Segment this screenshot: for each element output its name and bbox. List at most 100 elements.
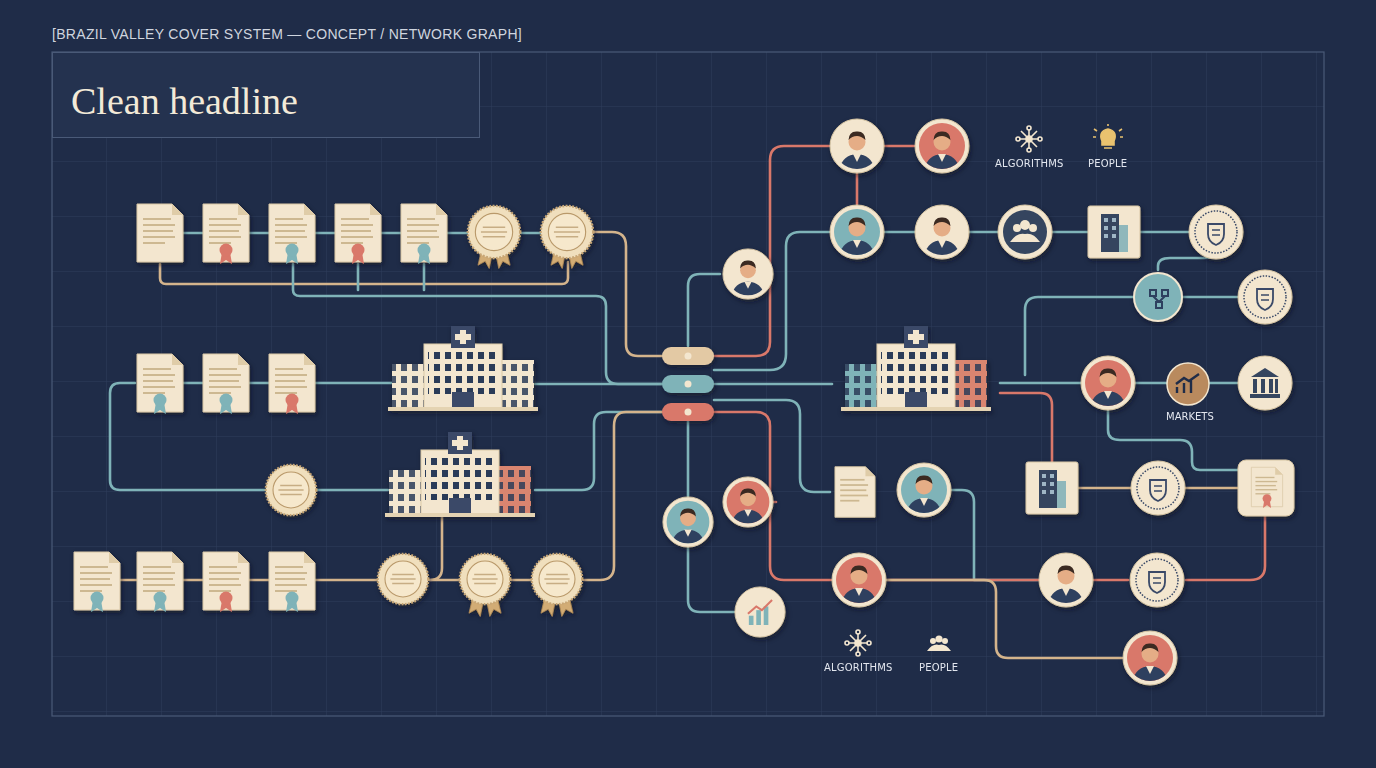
illustration-part [1081, 356, 1135, 410]
icon-caption: PEOPLE [1088, 158, 1127, 169]
illustration-part [998, 205, 1052, 259]
illustration-part [1016, 126, 1042, 152]
illustration-part [1025, 297, 1237, 375]
illustration-part [663, 497, 713, 547]
icon-caption: ALGORITHMS [995, 158, 1064, 169]
illustration-part [714, 232, 829, 370]
illustration-part [885, 145, 914, 148]
illustration-part [1238, 270, 1292, 324]
system-tag: [BRAZIL VALLEY COVER SYSTEM — CONCEPT / … [52, 26, 522, 42]
illustration-part [98, 146, 1265, 658]
illustration-part [1189, 205, 1243, 259]
illustration-part [335, 204, 381, 264]
illustration-part [845, 630, 871, 656]
illustration-part [388, 326, 538, 411]
illustration-part [584, 412, 662, 580]
illustration-part [1131, 461, 1185, 515]
illustration-part [662, 347, 714, 365]
icon-circle [1166, 361, 1210, 407]
illustration-part [1123, 631, 1177, 685]
chart-glyph [1176, 374, 1199, 393]
illustration-part [137, 204, 183, 262]
icon-node: MARKETS [1166, 361, 1210, 424]
illustration-part [856, 630, 860, 634]
illustration-part [535, 383, 662, 386]
illustration-part [1019, 129, 1039, 149]
illustration-part [662, 375, 714, 393]
illustration-part [269, 354, 315, 414]
illustration-part [735, 587, 785, 637]
illustration-part [203, 354, 249, 414]
illustration-part [714, 412, 831, 580]
icon-circle-fill [1167, 363, 1209, 405]
illustration-part [1251, 467, 1282, 508]
illustration-part [897, 463, 951, 517]
illustration-part [685, 353, 692, 360]
illustration-part [74, 552, 120, 612]
illustration-part [430, 515, 442, 580]
illustration-part [942, 638, 948, 644]
illustration-part [532, 554, 582, 604]
illustration-part [688, 548, 734, 612]
illustration-part [1093, 124, 1123, 148]
illustration-part [685, 409, 692, 416]
illustration-part [357, 264, 360, 290]
illustration-part [856, 652, 860, 656]
illustration-part [1134, 273, 1182, 321]
illustration-part [1186, 516, 1265, 580]
illustration-part [930, 638, 936, 644]
illustration-part [830, 119, 884, 173]
illustration-part [685, 381, 692, 388]
node-caption: MARKETS [1166, 411, 1210, 422]
illustration-part [541, 206, 593, 258]
illustration-part [714, 400, 830, 492]
headline-text: Clean headline [71, 79, 479, 123]
illustration-part [1093, 124, 1123, 148]
illustration-part [1016, 137, 1020, 141]
illustration-part [1000, 393, 1052, 462]
illustration-part [460, 554, 510, 604]
headline-panel: Clean headline [52, 52, 480, 138]
illustration-part [848, 633, 868, 653]
illustration-part [845, 124, 1123, 656]
illustration-part [137, 354, 183, 414]
illustration-part [468, 206, 520, 258]
illustration-part [841, 326, 991, 411]
illustration-part [385, 432, 535, 517]
illustration-part [935, 635, 942, 642]
illustration-part [1150, 290, 1168, 308]
illustration-part [723, 249, 773, 299]
illustration-part [1039, 553, 1093, 607]
illustration-part [662, 403, 714, 421]
illustration-part [714, 383, 832, 386]
illustration-part [1101, 129, 1115, 145]
illustration-part [952, 490, 1038, 580]
illustration-part [1027, 126, 1031, 130]
illustration-part [74, 119, 1294, 685]
illustration-part [535, 412, 662, 490]
illustration-part [1027, 148, 1031, 152]
illustration-part [1238, 460, 1294, 516]
illustration-part [269, 204, 315, 264]
illustration-part [1108, 411, 1238, 470]
illustration-part [378, 554, 428, 604]
illustration-part [915, 119, 969, 173]
illustration-part [401, 204, 447, 264]
illustration-part [687, 420, 690, 496]
illustration-part [867, 641, 871, 645]
illustration-part [203, 552, 249, 612]
illustration-part [1038, 137, 1042, 141]
illustration-part [835, 467, 875, 518]
illustration-part [423, 264, 426, 290]
illustration-part [845, 641, 849, 645]
illustration-part [1130, 553, 1184, 607]
illustration-part [160, 262, 568, 284]
illustration-part [269, 552, 315, 612]
illustration-part [714, 146, 829, 356]
illustration-part [1026, 462, 1078, 514]
illustration-part [137, 552, 183, 612]
illustration-part [1094, 579, 1128, 582]
illustration-part [856, 174, 859, 204]
illustration-part [915, 205, 969, 259]
